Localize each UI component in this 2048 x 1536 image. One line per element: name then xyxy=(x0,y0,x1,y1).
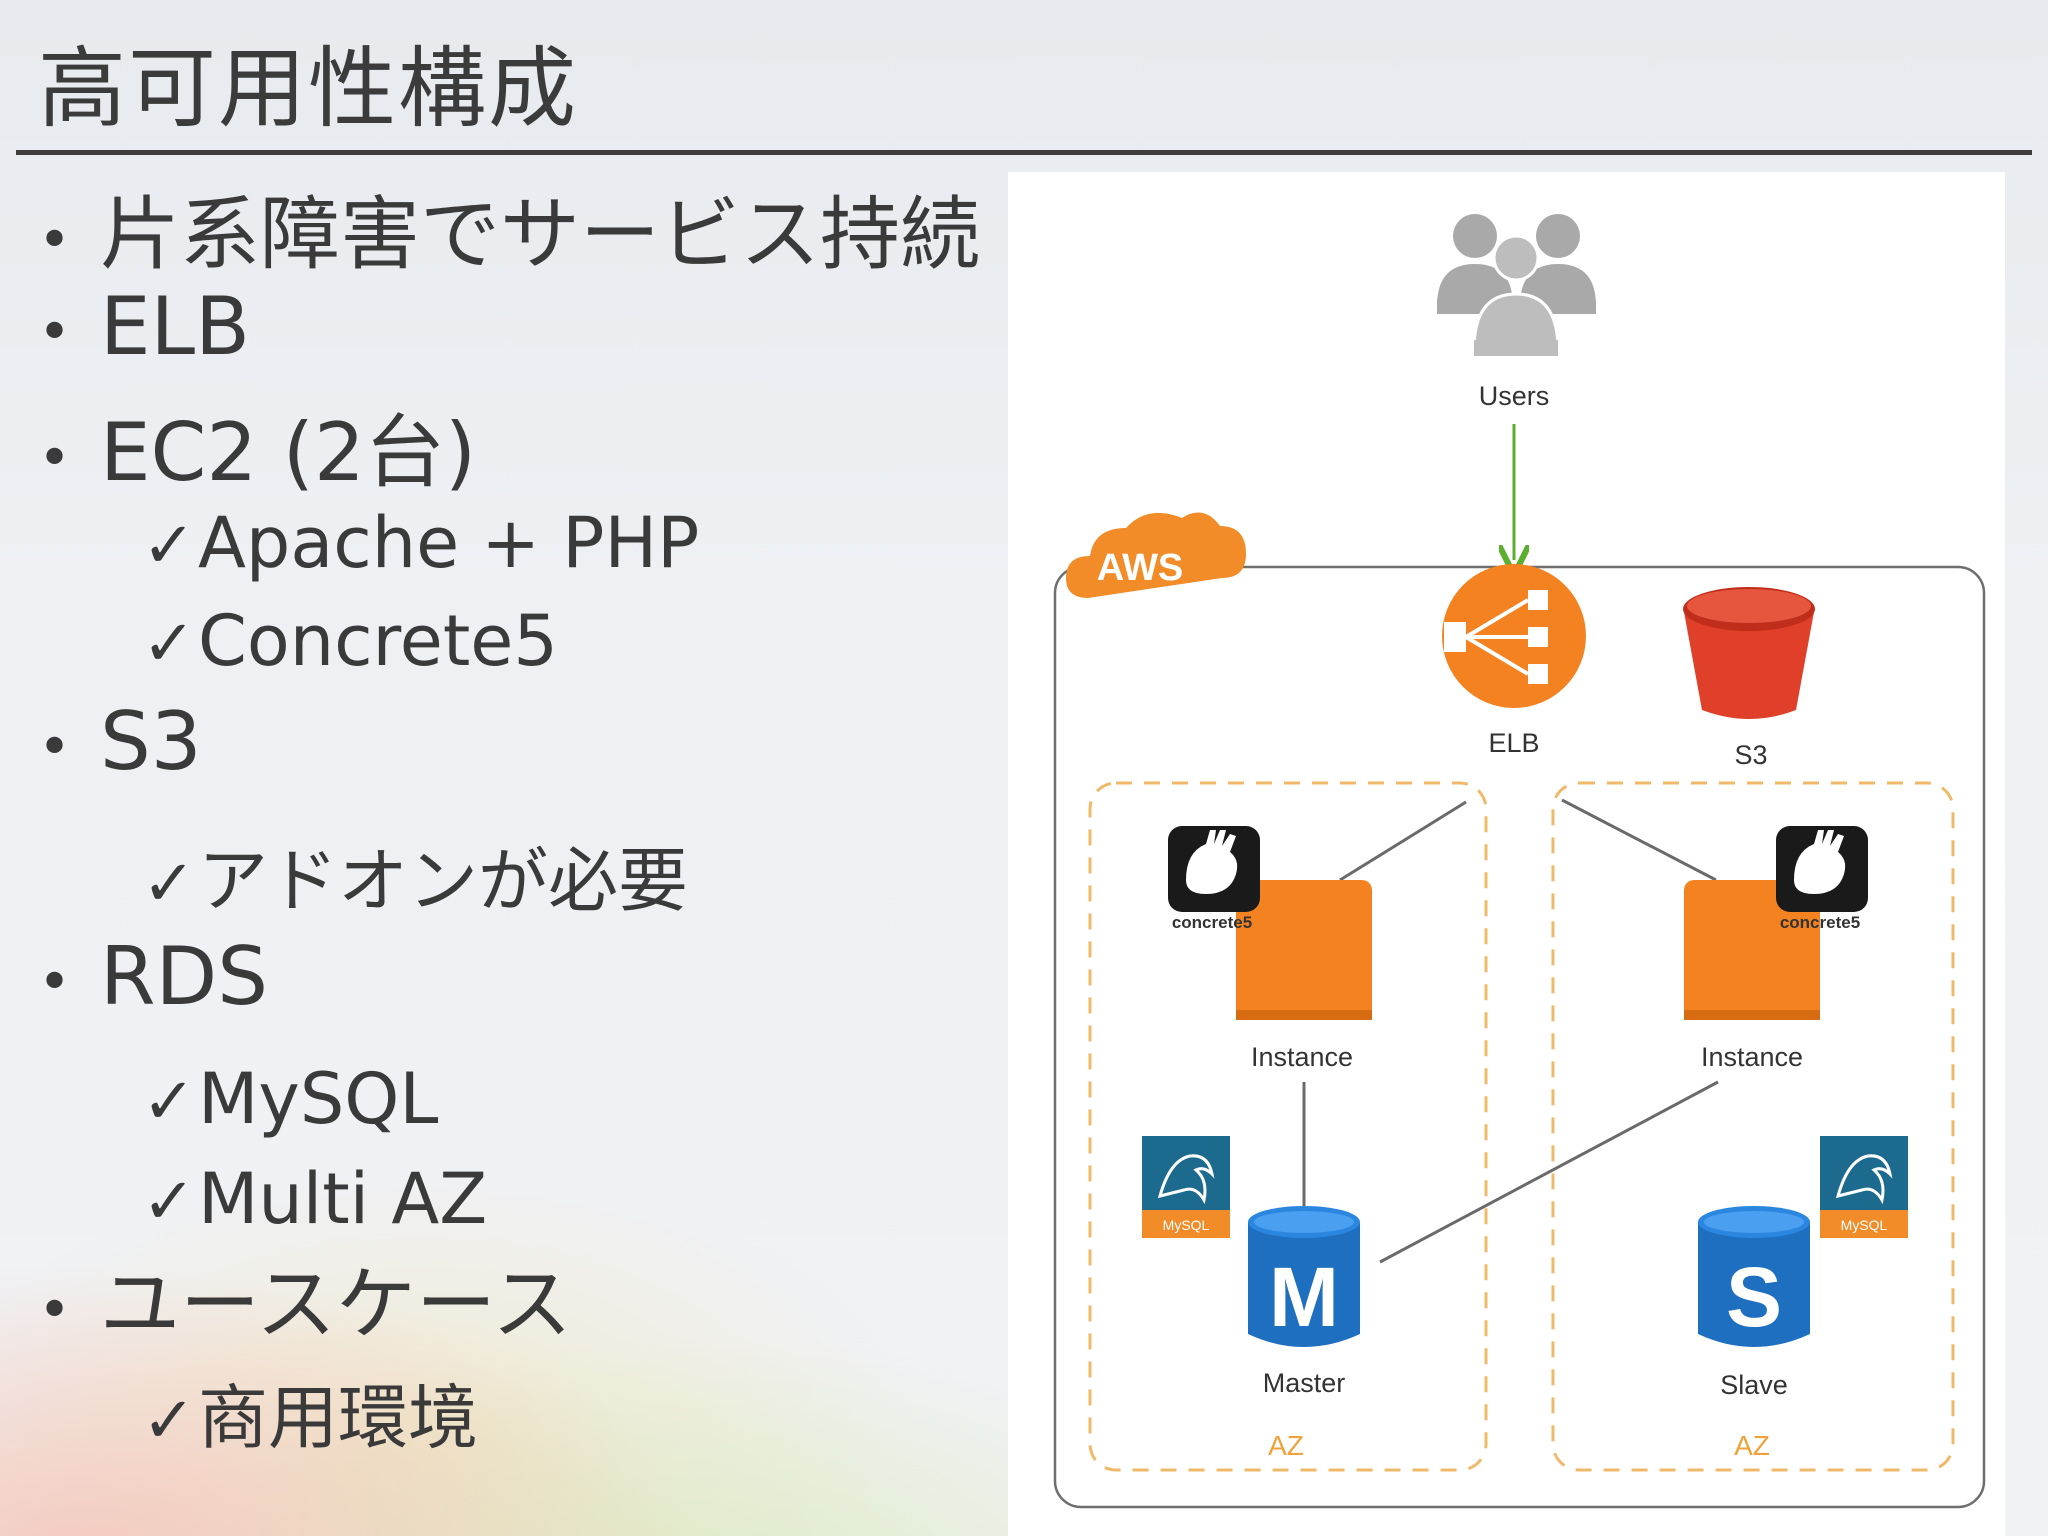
bullet-item: • ユースケース xyxy=(38,1240,572,1356)
aws-cloud-icon xyxy=(1066,512,1246,598)
sub-bullet-text: Concrete5 xyxy=(198,600,558,682)
sub-bullet-item: ✓アドオンが必要 xyxy=(142,825,688,926)
mysql-logo-left: MySQL xyxy=(1142,1136,1230,1238)
sub-bullet-item: ✓Concrete5 xyxy=(142,600,558,682)
concrete5-logo-right: concrete5 xyxy=(1776,826,1868,932)
bullet-dot: • xyxy=(38,714,72,780)
concrete5-text-left: concrete5 xyxy=(1172,913,1252,932)
instance-left-icon xyxy=(1236,880,1372,1020)
bullet-text: RDS xyxy=(100,930,268,1023)
slave-label: Slave xyxy=(1720,1370,1788,1400)
bullet-text: S3 xyxy=(100,695,202,788)
users-icon xyxy=(1437,214,1596,356)
bullet-dot: • xyxy=(38,207,72,273)
bullet-text: ユースケース xyxy=(100,1258,572,1351)
master-letter: M xyxy=(1269,1250,1339,1344)
az-left-box xyxy=(1088,781,1488,1472)
sub-bullet-text: アドオンが必要 xyxy=(198,840,688,922)
mysql-text-left: MySQL xyxy=(1163,1217,1210,1233)
bullet-item: • ELB xyxy=(38,280,250,373)
sub-bullet-item: ✓Multi AZ xyxy=(142,1158,487,1240)
concrete5-logo-left: concrete5 xyxy=(1168,826,1260,932)
elb-icon xyxy=(1442,564,1586,708)
bullet-item: • EC2 (2台) xyxy=(38,388,476,504)
bullet-item: • S3 xyxy=(38,695,202,788)
mysql-text-right: MySQL xyxy=(1841,1217,1888,1233)
architecture-diagram: Users AWS ELB S3 xyxy=(1008,172,2005,1536)
bullet-list: •片系障害でサービス持続 •ELB •EC2 (2台) ✓Apache + PH… xyxy=(0,0,1000,1536)
az-right-box xyxy=(1551,781,1955,1472)
check-icon: ✓ xyxy=(142,509,196,583)
bullet-text: EC2 (2台) xyxy=(100,406,477,499)
az-left-label: AZ xyxy=(1268,1430,1304,1461)
aws-cloud-boundary xyxy=(1053,565,1986,1509)
sub-bullet-text: MySQL xyxy=(198,1058,439,1140)
elb-label: ELB xyxy=(1488,728,1539,758)
bullet-text: ELB xyxy=(100,280,250,373)
s3-bucket-icon xyxy=(1683,587,1815,719)
check-icon: ✓ xyxy=(142,1165,196,1239)
sub-bullet-text: Apache + PHP xyxy=(198,502,700,584)
bullet-dot: • xyxy=(38,425,72,491)
bullet-dot: • xyxy=(38,949,72,1015)
instance-left-label: Instance xyxy=(1251,1042,1353,1072)
title-divider xyxy=(16,150,2032,155)
slave-letter: S xyxy=(1726,1250,1782,1344)
bullet-dot: • xyxy=(38,299,72,365)
slide-title: 高可用性構成 xyxy=(38,37,579,140)
slave-db-icon xyxy=(1698,1206,1810,1347)
concrete5-text-right: concrete5 xyxy=(1780,913,1860,932)
s3-label: S3 xyxy=(1734,740,1767,770)
check-icon: ✓ xyxy=(142,1065,196,1139)
sub-bullet-item: ✓商用環境 xyxy=(142,1362,478,1463)
master-label: Master xyxy=(1263,1368,1346,1398)
az-right-label: AZ xyxy=(1734,1430,1770,1461)
sub-bullet-text: Multi AZ xyxy=(198,1158,488,1240)
check-icon: ✓ xyxy=(142,847,196,921)
sub-bullet-text: 商用環境 xyxy=(198,1377,478,1459)
bullet-text: 片系障害でサービス持続 xyxy=(100,188,980,281)
bullet-item: • 片系障害でサービス持続 xyxy=(38,170,980,286)
check-icon: ✓ xyxy=(142,607,196,681)
mysql-logo-right: MySQL xyxy=(1820,1136,1908,1238)
instance-right-label: Instance xyxy=(1701,1042,1803,1072)
check-icon: ✓ xyxy=(142,1384,196,1458)
users-label: Users xyxy=(1479,381,1550,411)
sub-bullet-item: ✓Apache + PHP xyxy=(142,502,699,584)
instance-right-icon xyxy=(1684,880,1820,1020)
sub-bullet-item: ✓MySQL xyxy=(142,1058,438,1140)
bullet-dot: • xyxy=(38,1277,72,1343)
aws-label: AWS xyxy=(1097,547,1184,589)
connection-lines xyxy=(1302,798,1719,1264)
master-db-icon xyxy=(1248,1206,1360,1347)
bullet-item: • RDS xyxy=(38,930,268,1023)
